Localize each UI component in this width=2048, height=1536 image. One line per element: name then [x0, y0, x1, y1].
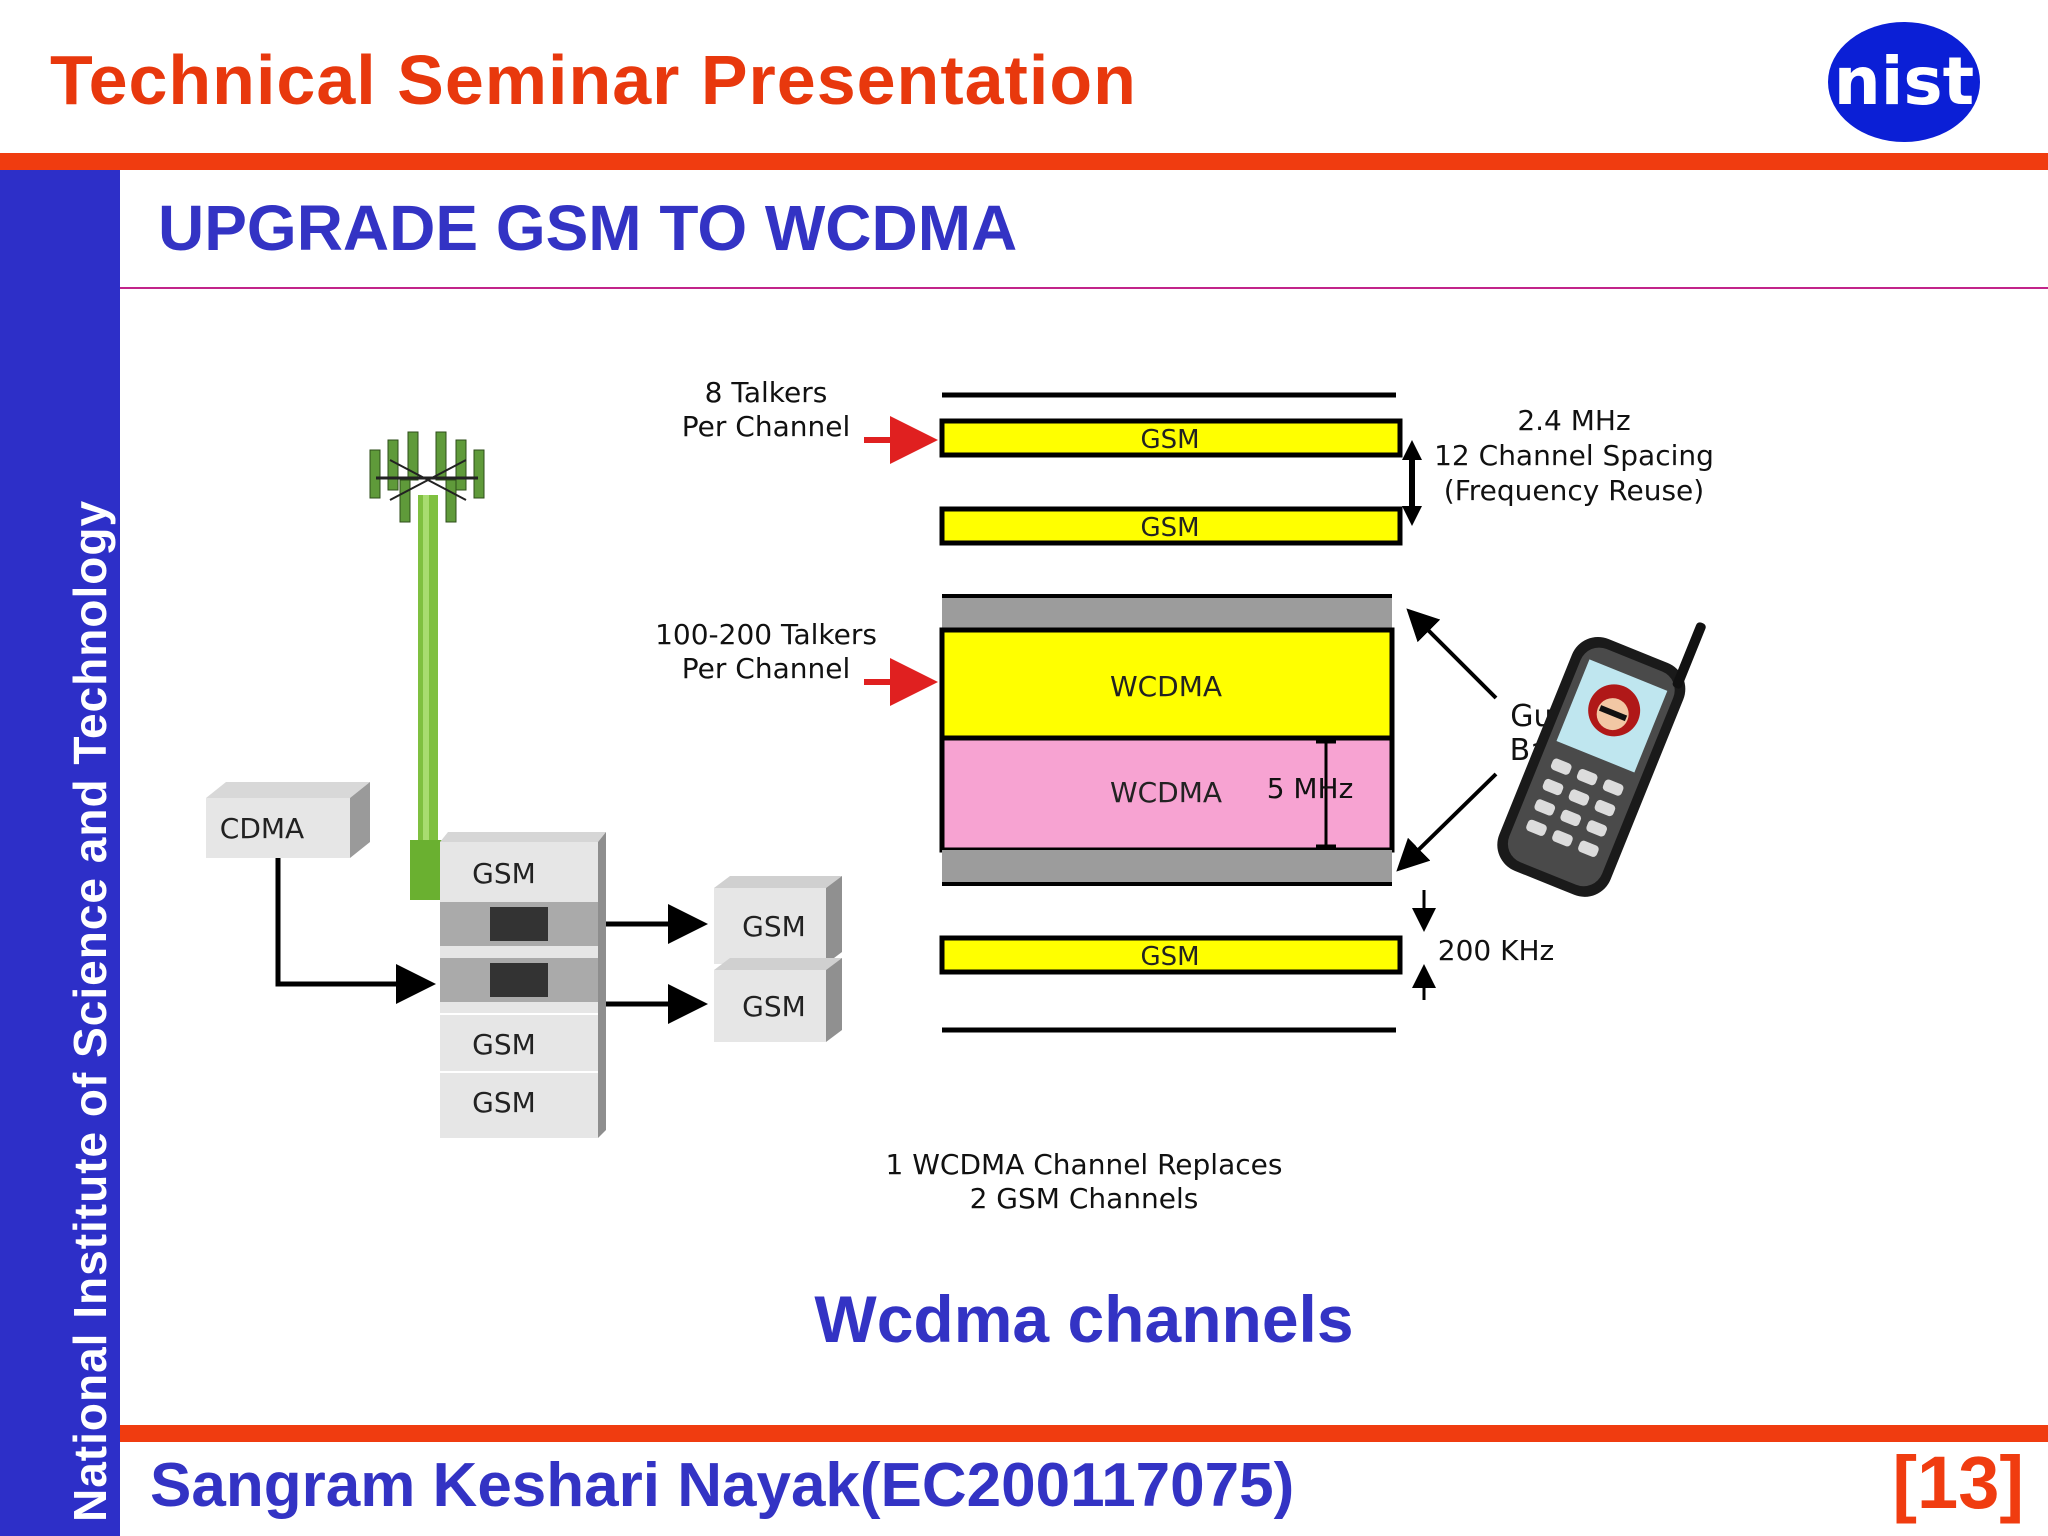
- sidebar-institute-name: National Institute of Science and Techno…: [64, 499, 116, 1522]
- gsm-band-2: [939, 506, 1403, 546]
- wcdma-band-2-label: WCDMA: [1110, 776, 1222, 809]
- gsm-band-1-label: GSM: [1140, 425, 1199, 455]
- gsm-band-2-label: GSM: [1140, 513, 1199, 543]
- wcdma-band-1: [939, 627, 1395, 741]
- cdma-to-stack-arrow: [275, 858, 436, 1004]
- guard-arrow-bottom: [1396, 772, 1498, 872]
- gsm-box-2-label: GSM: [742, 990, 806, 1023]
- bandwidth-gsm-label: 200 KHz: [1438, 934, 1554, 967]
- spacing-line1: 2.4 MHz: [1517, 404, 1630, 437]
- talkers-wcdma-line1: 100-200 Talkers: [655, 618, 877, 651]
- gsm-box-2: GSM: [714, 958, 842, 1042]
- sidebar: [0, 170, 120, 1536]
- title-divider: [120, 287, 2048, 289]
- institute-logo: nist: [1828, 22, 1980, 142]
- gsm-wcdma-diagram: CDMA GSM GSM GSM GSM GSM 8 Talkers Per C…: [206, 376, 1714, 1215]
- gsm-band-3-label: GSM: [1140, 942, 1199, 972]
- guard-band-bottom: [942, 850, 1392, 884]
- talkers-gsm-line1: 8 Talkers: [705, 376, 828, 409]
- guard-arrow-top: [1406, 608, 1498, 700]
- page-number: [13]: [1892, 1441, 2024, 1524]
- cdma-box: CDMA: [206, 782, 370, 858]
- spacing-line3: (Frequency Reuse): [1444, 474, 1704, 507]
- gsm-box-1-label: GSM: [742, 910, 806, 943]
- gsm-equipment-stack: GSM GSM GSM: [440, 832, 606, 1138]
- header-divider: [0, 153, 2048, 170]
- presentation-title: Technical Seminar Presentation: [50, 41, 1137, 119]
- mobile-phone-icon: [1497, 622, 1706, 897]
- footer-divider: [120, 1425, 2048, 1442]
- wcdma-band-2: [939, 735, 1395, 853]
- stack-lower-2-label: GSM: [472, 1086, 536, 1119]
- guard-band-top: [942, 596, 1392, 630]
- slide-title: UPGRADE GSM TO WCDMA: [158, 192, 1018, 264]
- cell-tower-icon: [369, 431, 485, 900]
- bandwidth-wcdma-label: 5 MHz: [1267, 772, 1354, 805]
- stack-top-label: GSM: [472, 857, 536, 890]
- logo-text: nist: [1834, 43, 1974, 120]
- gsm-box-1: GSM: [714, 876, 842, 964]
- figure-caption-wrap: Wcdma channels: [0, 1280, 2048, 1358]
- gsm-band-3: [939, 935, 1403, 975]
- spacing-line2: 12 Channel Spacing: [1434, 439, 1714, 472]
- footer-author: Sangram Keshari Nayak(EC200117075): [150, 1451, 1295, 1520]
- talkers-wcdma-line2: Per Channel: [682, 652, 850, 685]
- wcdma-band-1-label: WCDMA: [1110, 670, 1222, 703]
- talkers-gsm-line2: Per Channel: [682, 410, 850, 443]
- stack-lower-1-label: GSM: [472, 1028, 536, 1061]
- gsm-band-1: [939, 418, 1403, 458]
- cdma-box-label: CDMA: [220, 812, 304, 845]
- replace-line1: 1 WCDMA Channel Replaces: [886, 1148, 1283, 1181]
- replace-line2: 2 GSM Channels: [970, 1182, 1199, 1215]
- figure-caption: Wcdma channels: [814, 1282, 1354, 1356]
